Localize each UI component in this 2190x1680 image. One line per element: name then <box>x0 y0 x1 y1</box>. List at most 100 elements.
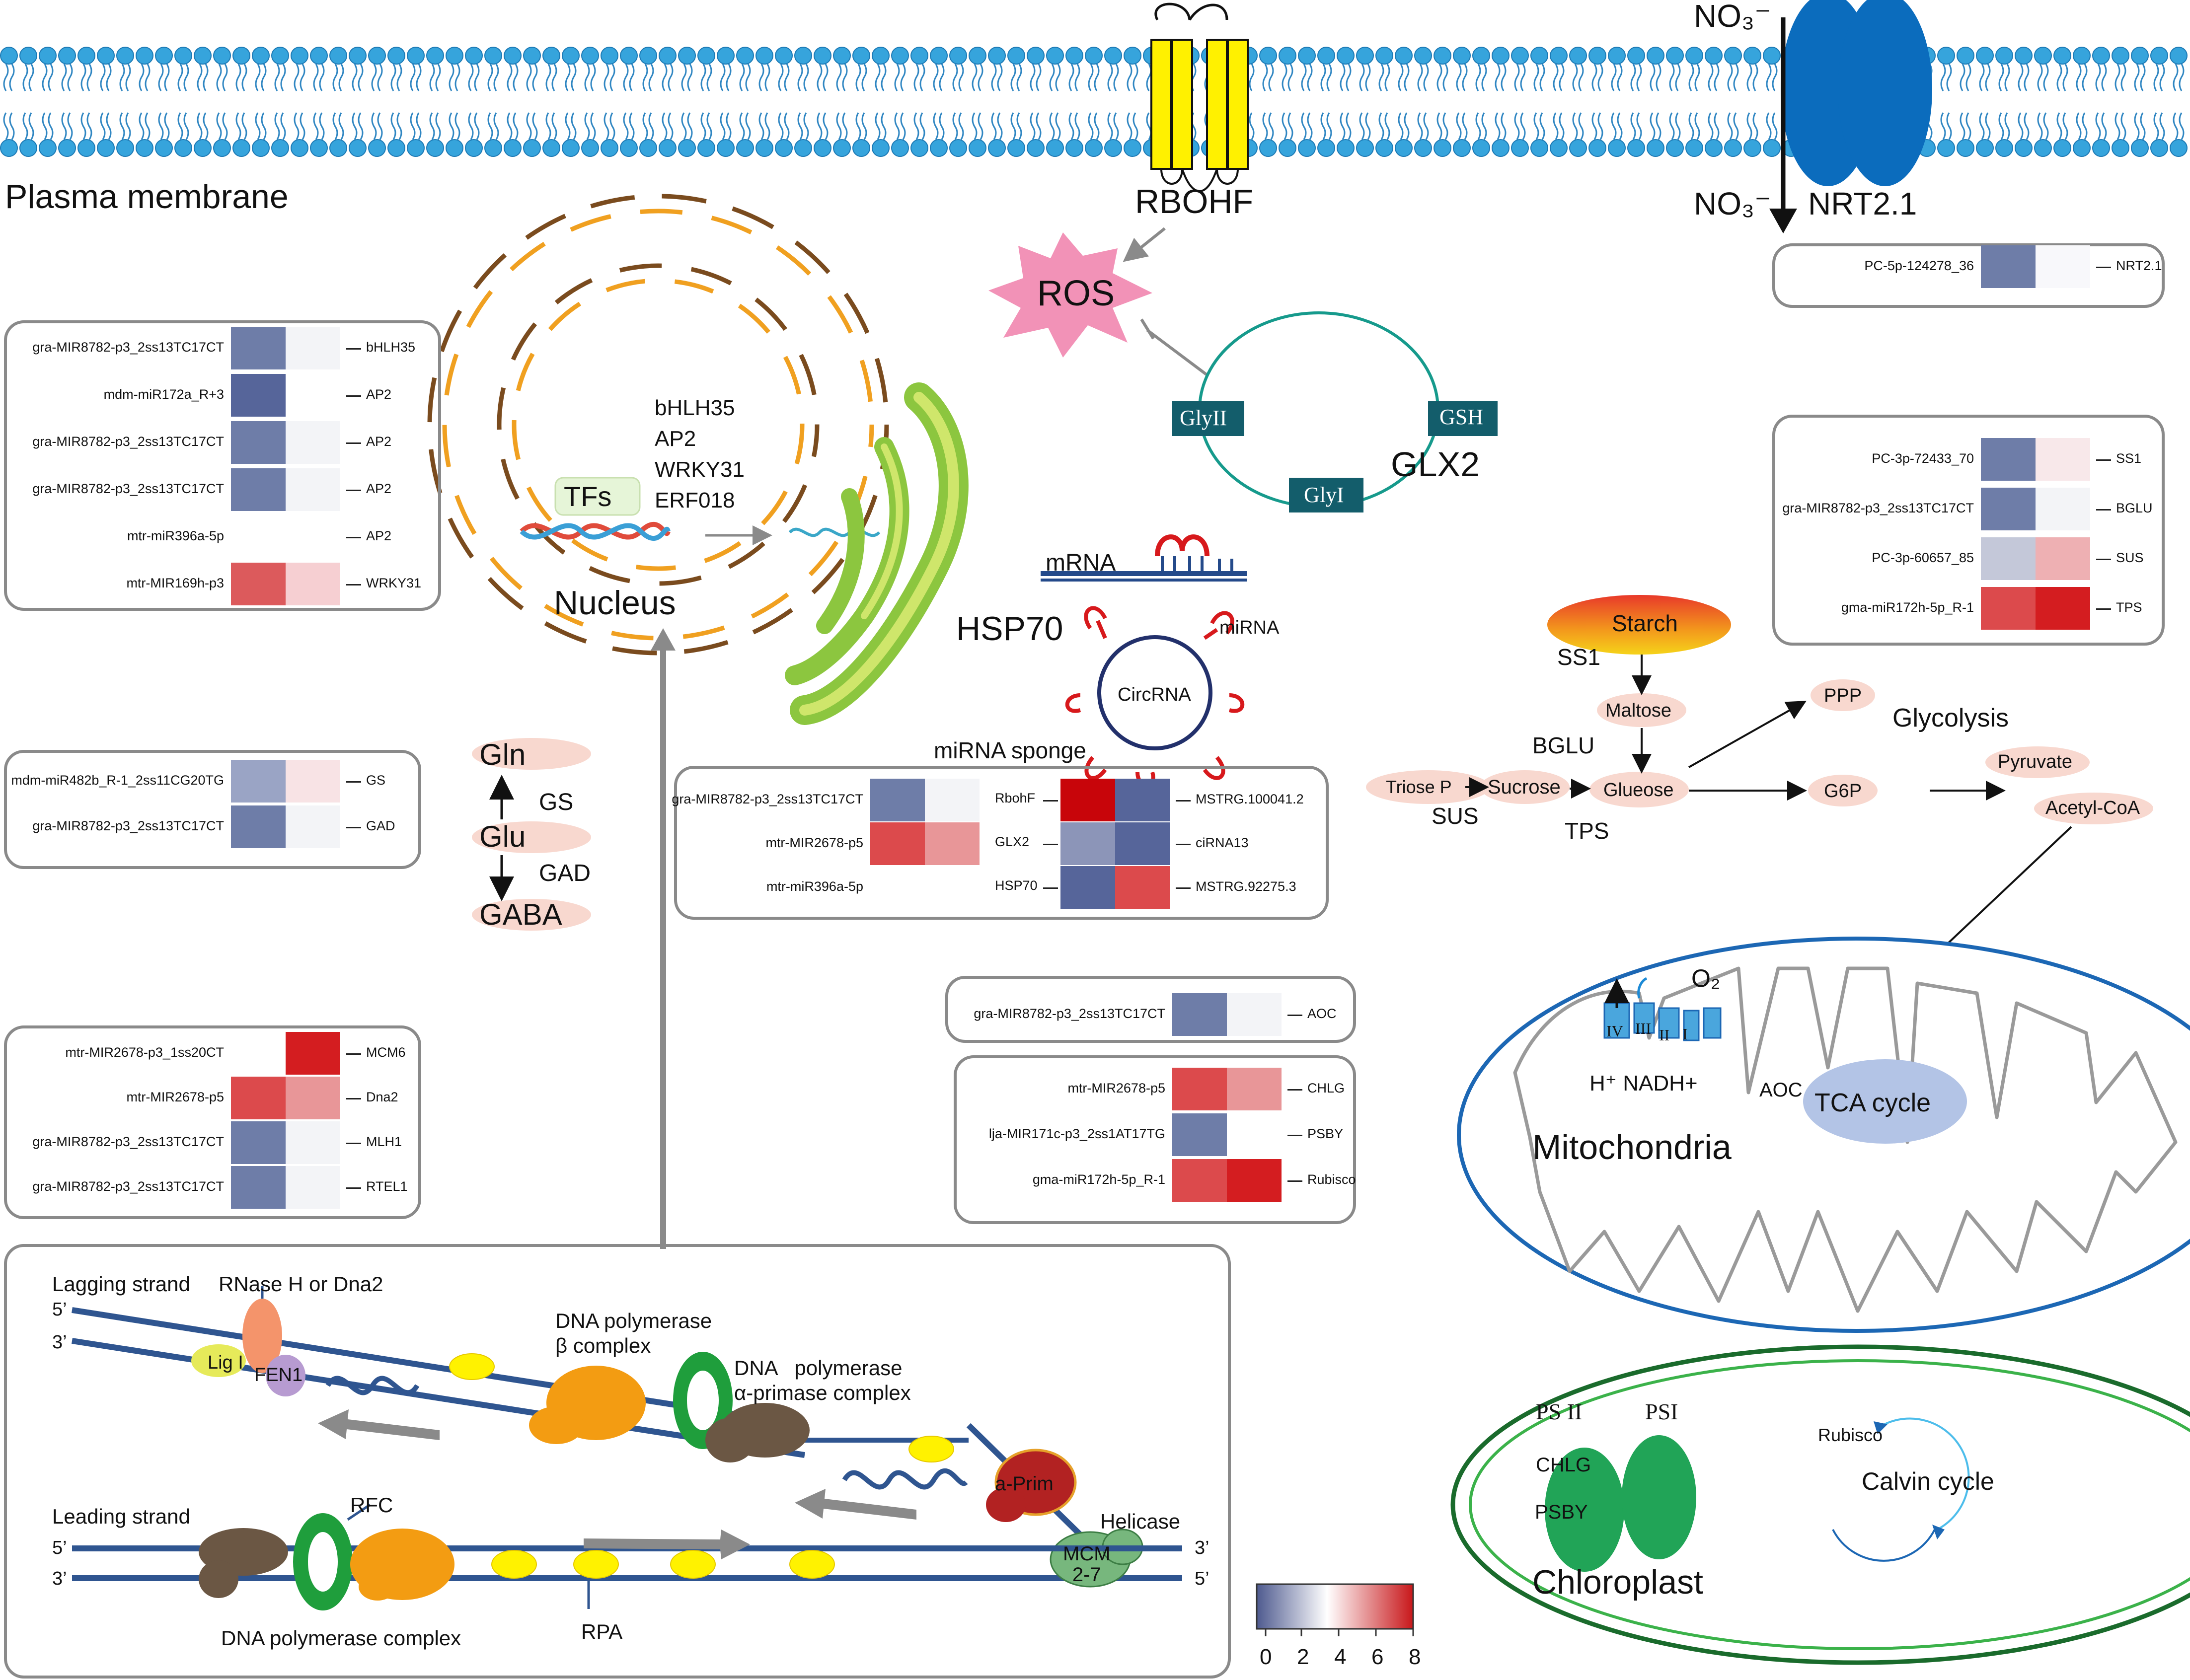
lipid-tail <box>139 64 145 91</box>
lipid-head <box>484 47 502 65</box>
lipid-tail <box>2173 112 2179 140</box>
lipid-tail <box>1462 64 1468 91</box>
lipid-tail <box>300 112 305 140</box>
lipid-tail <box>1068 64 1074 91</box>
lipid-tail <box>1578 112 1584 140</box>
heat-cell-1 <box>231 760 286 803</box>
etc-complex-label: III <box>1635 1020 1651 1037</box>
glu-label: Glu <box>479 820 526 853</box>
row-tick <box>1287 1135 1302 1136</box>
lipid-tail <box>1010 112 1016 140</box>
lipid-tail <box>106 112 112 140</box>
lipid-head <box>2131 47 2149 65</box>
lipid-tail <box>1282 112 1287 140</box>
heat-cell-3 <box>1060 822 1115 865</box>
lipid-head <box>852 47 870 65</box>
lipid-head <box>19 47 37 65</box>
lipid-tail <box>1262 112 1268 140</box>
lipid-head <box>2150 139 2168 157</box>
lipid-head <box>213 139 231 157</box>
gene-name: SUS <box>2116 550 2144 565</box>
lipid-tail <box>662 112 668 140</box>
heat-cell-2 <box>925 779 980 821</box>
lipid-head <box>717 139 735 157</box>
heat-cell-1 <box>231 421 286 464</box>
lipid-tail <box>222 112 228 140</box>
lipid-tail <box>468 64 474 91</box>
lipid-tail <box>125 64 131 91</box>
lipid-tail <box>1404 112 1410 140</box>
lipid-head <box>271 139 289 157</box>
lipid-tail <box>700 64 706 91</box>
gene-name: WRKY31 <box>366 576 422 590</box>
lipid-tail <box>22 64 28 91</box>
lipid-head <box>2170 47 2188 65</box>
lipid-tail <box>933 64 939 91</box>
lipid-tail <box>177 112 183 140</box>
lipid-tail <box>1553 64 1559 91</box>
h-nadh-label: H⁺ NADH+ <box>1589 1071 1698 1096</box>
heat-cell-1 <box>1981 488 2036 530</box>
fen-label: FEN1 <box>254 1365 303 1386</box>
lipid-tail <box>1998 64 2004 91</box>
lipid-tail <box>803 64 809 91</box>
lipid-head <box>1124 47 1141 65</box>
row-tick <box>1176 800 1191 802</box>
lipid-tail <box>313 112 319 140</box>
lipid-head <box>1395 47 1413 65</box>
lipid-tail <box>1036 64 1042 91</box>
lipid-tail <box>454 112 460 140</box>
mirna-name: PC-3p-72433_70 <box>1872 451 1974 466</box>
lipid-head <box>252 139 270 157</box>
lipid-head <box>1724 47 1742 65</box>
lipid-tail <box>681 64 687 91</box>
lipid-tail <box>1307 112 1313 140</box>
lipid-head <box>872 139 890 157</box>
lipid-tail <box>1346 64 1352 91</box>
lipid-tail <box>2062 64 2068 91</box>
lipid-tail <box>1301 64 1307 91</box>
lipid-head <box>639 139 657 157</box>
row-tick <box>1043 887 1058 889</box>
lipid-tail <box>629 64 635 91</box>
ps1-label: PSI <box>1645 1399 1678 1424</box>
lipid-tail <box>203 64 209 91</box>
lipid-head <box>271 47 289 65</box>
lipid-tail <box>1088 112 1094 140</box>
lipid-tail <box>784 112 790 140</box>
lipid-tail <box>2037 64 2043 91</box>
lipid-tail <box>1442 112 1448 140</box>
lipid-tail <box>2062 112 2068 140</box>
lipid-tail <box>875 64 881 91</box>
lipid-tail <box>662 64 668 91</box>
lipid-tail <box>235 64 241 91</box>
lipid-tail <box>900 112 906 140</box>
lipid-head <box>755 139 773 157</box>
lipid-tail <box>1346 112 1352 140</box>
gene-name: Rubisco <box>1307 1172 1356 1187</box>
lipid-head <box>174 139 192 157</box>
lipid-head <box>1937 47 1955 65</box>
lipid-head <box>542 47 560 65</box>
gene-name: MCM6 <box>366 1045 406 1060</box>
lipid-tail <box>1965 64 1971 91</box>
lipid-tail <box>2018 64 2024 91</box>
lipid-tail <box>939 64 945 91</box>
lipid-tail <box>3 64 9 91</box>
lipid-tail <box>255 112 261 140</box>
lipid-tail <box>565 64 571 91</box>
heat-cell-2 <box>286 1032 340 1075</box>
lipid-tail <box>100 64 106 91</box>
lipid-head <box>1550 47 1568 65</box>
lipid-tail <box>1088 64 1094 91</box>
lipid-head <box>426 47 444 65</box>
lipid-head <box>1550 139 1568 157</box>
lipid-tail <box>416 112 422 140</box>
lipid-head <box>252 47 270 65</box>
row-tick <box>346 490 361 491</box>
lipid-tail <box>1127 112 1133 140</box>
lipid-tail <box>565 112 571 140</box>
lipid-tail <box>2101 64 2107 91</box>
lipid-head <box>1375 47 1393 65</box>
lipid-tail <box>158 112 164 140</box>
